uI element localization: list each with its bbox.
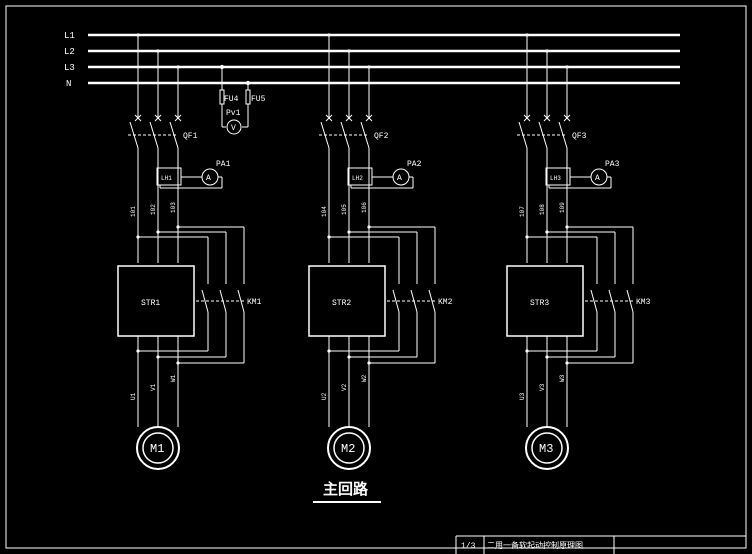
- output-terminal-label: V1: [150, 383, 157, 391]
- bus-label-l2: L2: [64, 47, 75, 57]
- soft-starter-box: [506, 265, 584, 337]
- fuse-fu4-label: FU4: [224, 95, 239, 104]
- wire-number-label: 109: [559, 202, 566, 213]
- bus-label-l3: L3: [64, 63, 75, 73]
- motor-label: M3: [539, 442, 553, 456]
- drawing-title: 二用一备软起动控制原理图: [487, 540, 583, 550]
- breaker-x-mark: [154, 114, 162, 122]
- motor-inner-ring: [531, 432, 563, 464]
- bus-label-n: N: [66, 79, 71, 89]
- contactor-label: KM2: [438, 298, 453, 307]
- breaker-x-mark: [563, 114, 571, 122]
- ct-label: LH2: [352, 175, 363, 182]
- ammeter-label: PA2: [407, 160, 422, 169]
- motor-outer-ring: [327, 426, 371, 470]
- breaker-label: QF3: [572, 132, 587, 141]
- breaker-x-mark: [174, 114, 182, 122]
- fuse-fu5-label: FU5: [251, 95, 266, 104]
- output-terminal-label: U1: [130, 392, 137, 400]
- soft-starter-label: STR1: [141, 299, 160, 308]
- wire-number-label: 107: [519, 206, 526, 217]
- breaker-x-mark: [134, 114, 142, 122]
- output-terminal-label: W3: [559, 374, 566, 382]
- output-terminal-label: U3: [519, 392, 526, 400]
- diagram-caption: 主回路: [323, 480, 369, 498]
- motor-outer-ring: [136, 426, 180, 470]
- wire-number-label: 102: [150, 204, 157, 215]
- wire-number-label: 108: [539, 204, 546, 215]
- voltmeter-symbol: [226, 119, 242, 135]
- contactor-blade: [392, 289, 400, 313]
- bus-label-l1: L1: [64, 31, 75, 41]
- output-terminal-label: W1: [170, 374, 177, 382]
- ammeter-symbol-text: A: [595, 174, 600, 183]
- ammeter-label: PA3: [605, 160, 620, 169]
- soft-starter-label: STR3: [530, 299, 549, 308]
- motor-inner-ring: [333, 432, 365, 464]
- motor-label: M1: [150, 442, 164, 456]
- soft-starter-box: [308, 265, 386, 337]
- ammeter-label: PA1: [216, 160, 231, 169]
- output-terminal-label: V2: [341, 383, 348, 391]
- contactor-blade: [590, 289, 598, 313]
- output-terminal-label: U2: [321, 392, 328, 400]
- wire-number-label: 105: [341, 204, 348, 215]
- title-block: 1/3 二用一备软起动控制原理图: [455, 535, 746, 554]
- voltmeter-branch: [219, 64, 251, 135]
- sheet-number: 1/3: [461, 542, 476, 551]
- contactor-blade: [201, 289, 209, 313]
- bus-bars: L1 L2 L3 N: [64, 31, 680, 89]
- ammeter-symbol-text: A: [206, 174, 211, 183]
- wire-number-label: 103: [170, 202, 177, 213]
- output-terminal-label: V3: [539, 383, 546, 391]
- contactor-label: KM3: [636, 298, 651, 307]
- breaker-label: QF1: [183, 132, 198, 141]
- breaker-x-mark: [325, 114, 333, 122]
- wire-number-label: 106: [361, 202, 368, 213]
- ct-label: LH3: [550, 175, 561, 182]
- motor-outer-ring: [525, 426, 569, 470]
- wire-number-label: 101: [130, 206, 137, 217]
- wire-number-label: 104: [321, 206, 328, 217]
- soft-starter-box: [117, 265, 195, 337]
- ammeter-symbol-text: A: [397, 174, 402, 183]
- motor-label: M2: [341, 442, 355, 456]
- output-terminal-label: W2: [361, 374, 368, 382]
- breaker-label: QF2: [374, 132, 389, 141]
- voltmeter-symbol-text: V: [231, 124, 236, 133]
- motor-inner-ring: [142, 432, 174, 464]
- fuse-fu5-symbol: [245, 89, 251, 105]
- ct-label: LH1: [161, 175, 172, 182]
- breaker-x-mark: [345, 114, 353, 122]
- breaker-x-mark: [523, 114, 531, 122]
- voltmeter-label: Pv1: [226, 109, 241, 118]
- contactor-label: KM1: [247, 298, 262, 307]
- breaker-x-mark: [365, 114, 373, 122]
- drawing-border: [5, 5, 747, 549]
- soft-starter-label: STR2: [332, 299, 351, 308]
- breaker-x-mark: [543, 114, 551, 122]
